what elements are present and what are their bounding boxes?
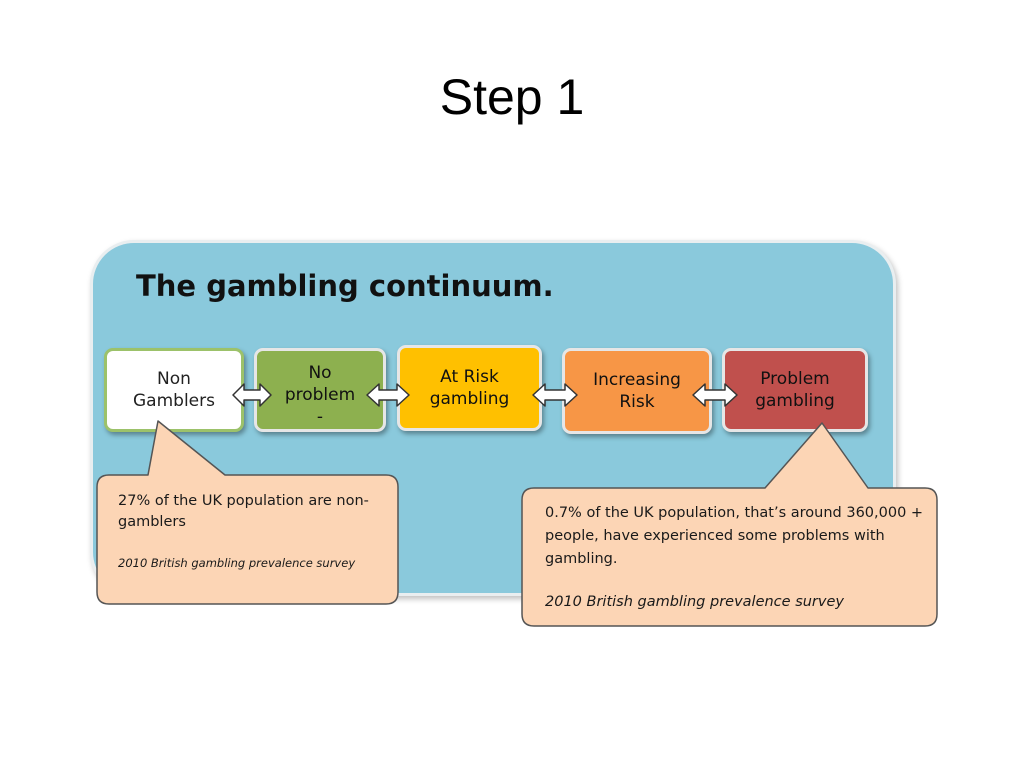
callout-non-gamblers-text: 27% of the UK population are non-gambler…	[118, 493, 369, 530]
stage-label: Non Gamblers	[133, 369, 215, 411]
double-arrow-icon	[232, 383, 272, 407]
double-arrow-icon	[692, 383, 738, 407]
stage-label: At Risk gambling	[429, 367, 510, 409]
callout-non-gamblers-source: 2010 British gambling prevalence survey	[118, 556, 356, 570]
stage-label: Increasing Risk	[593, 370, 681, 412]
stage-problem-gambling: Problem gambling	[722, 348, 868, 432]
stage-label: No problem -	[284, 363, 356, 427]
callout-problem-gambling-text: 0.7% of the UK population, that’s around…	[545, 505, 924, 567]
callout-bubble-left	[96, 420, 399, 605]
diagram-title: The gambling continuum.	[136, 269, 554, 303]
callout-problem-gambling-source: 2010 British gambling prevalence survey	[545, 594, 844, 610]
slide-title: Step 1	[439, 69, 585, 125]
double-arrow-icon	[366, 383, 410, 407]
callout-bubble-right	[521, 422, 938, 627]
stage-label: Problem gambling	[755, 369, 835, 411]
double-arrow-icon	[532, 383, 578, 407]
